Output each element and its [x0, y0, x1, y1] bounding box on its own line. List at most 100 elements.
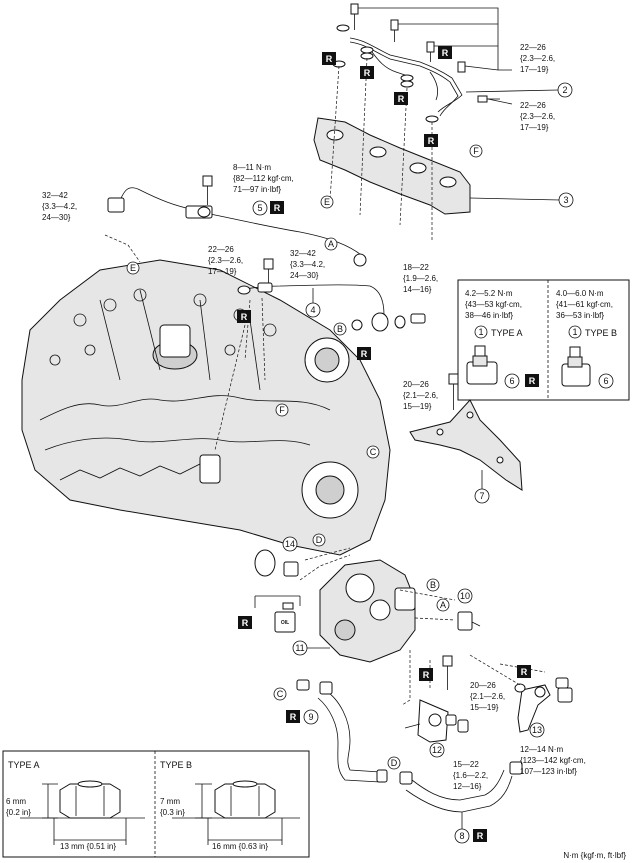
oring-and-oil — [254, 549, 301, 633]
torque-12-line1: 15—22 — [453, 760, 479, 769]
torque-13-line3: 107—123 in·lbf} — [520, 767, 577, 776]
callout-part-14: 14 — [282, 536, 298, 552]
torque-11-line1: 20—26 — [470, 681, 496, 690]
callout-part-7: 7 — [474, 488, 490, 504]
fuel-pipe-4 — [237, 258, 426, 332]
svg-text:R: R — [364, 68, 371, 78]
svg-text:C: C — [370, 447, 377, 457]
torque-11-line2: {2.1—2.6, — [470, 692, 505, 701]
inset-type-b-height: 7 mm — [160, 797, 180, 806]
torque-6-line3: 24—30} — [290, 271, 319, 280]
svg-text:1: 1 — [572, 327, 577, 337]
torque-spec-11: 20—26 {2.1—2.6, 15—19} — [470, 681, 505, 712]
torque-1-line2: {2.3—2.6, — [520, 54, 555, 63]
torque-9-line3: 36—53 in·lbf} — [556, 311, 604, 320]
nut-inset-frame — [2, 750, 310, 858]
engine-cylinder-head — [21, 259, 391, 556]
torque-10-line2: {2.1—2.6, — [403, 391, 438, 400]
ref-c-lower: C — [273, 687, 287, 701]
torque-spec-5: 22—26 {2.3—2.6, 17—19} — [208, 245, 243, 276]
torque-10-line1: 20—26 — [403, 380, 429, 389]
torque-8-line1: 4.2—5.2 N·m — [465, 289, 513, 298]
ref-b-upper: B — [333, 322, 347, 336]
svg-text:1: 1 — [478, 327, 483, 337]
torque-2-line3: 17—19} — [520, 123, 549, 132]
replace-mark: R — [438, 46, 452, 59]
callout-part-8: 8 — [454, 828, 470, 844]
svg-text:14: 14 — [285, 539, 295, 549]
svg-text:R: R — [241, 312, 248, 322]
svg-text:R: R — [361, 349, 368, 359]
replace-mark: R — [237, 310, 251, 323]
svg-text:11: 11 — [295, 643, 304, 653]
fuel-pump — [319, 559, 481, 663]
torque-4-line1: 32—42 — [42, 191, 68, 200]
ref-e-upper: E — [320, 195, 334, 209]
callout-part-12: 12 — [429, 742, 445, 758]
svg-text:R: R — [428, 136, 435, 146]
pipe-bolt-group — [332, 3, 500, 123]
torque-spec-6: 32—42 {3.3—4.2, 24—30} — [290, 249, 325, 280]
torque-12-line3: 12—16} — [453, 782, 482, 791]
ref-f-upper: F — [469, 144, 483, 158]
torque-spec-8: 4.2—5.2 N·m {43—53 kgf·cm, 38—46 in·lbf} — [465, 289, 522, 320]
svg-text:F: F — [473, 146, 479, 156]
svg-text:5: 5 — [257, 203, 262, 213]
callout-part-13: 13 — [529, 722, 545, 738]
type-a-label: TYPE A — [491, 328, 523, 338]
svg-text:13: 13 — [532, 725, 542, 735]
svg-text:10: 10 — [460, 591, 470, 601]
svg-text:D: D — [316, 535, 323, 545]
replace-mark: R — [394, 92, 408, 105]
bracket-13 — [514, 677, 573, 733]
svg-text:D: D — [391, 758, 398, 768]
ref-a-lower: A — [436, 598, 450, 612]
return-hose-8 — [399, 761, 523, 813]
callout-part-2: 2 — [557, 82, 573, 98]
injector-cover — [313, 117, 561, 215]
torque-2-line1: 22—26 — [520, 101, 546, 110]
torque-5-line3: 17—19} — [208, 267, 237, 276]
callout-part-9: 9 — [303, 709, 319, 725]
units-note: N·m {kgf·m, ft·lbf} — [563, 851, 626, 860]
svg-text:8: 8 — [459, 831, 464, 841]
torque-spec-1: 22—26 {2.3—2.6, 17—19} — [520, 43, 555, 74]
svg-text:R: R — [442, 48, 449, 58]
torque-spec-13: 12—14 N·m {123—142 kgf·cm, 107—123 in·lb… — [520, 745, 586, 776]
replace-mark: R — [238, 616, 252, 629]
torque-3-line2: {82—112 kgf·cm, — [233, 174, 294, 183]
callout-part-6-type-a: 6 — [504, 373, 520, 389]
callout-part-5: 5 — [252, 200, 268, 216]
torque-spec-9: 4.0—6.0 N·m {41—61 kgf·cm, 36—53 in·lbf} — [556, 289, 613, 320]
bracket-12 — [404, 655, 469, 743]
inset-type-a-height: 6 mm — [6, 797, 26, 806]
torque-1-line1: 22—26 — [520, 43, 546, 52]
svg-text:R: R — [326, 54, 333, 64]
replace-mark: R — [419, 668, 433, 681]
svg-text:B: B — [430, 580, 436, 590]
inset-type-b-height-in: {0.3 in} — [160, 808, 185, 817]
replace-mark: R — [357, 347, 371, 360]
replace-mark: R — [270, 201, 284, 214]
torque-11-line3: 15—19} — [470, 703, 499, 712]
torque-7-line1: 18—22 — [403, 263, 429, 272]
inset-type-b-label: TYPE B — [160, 760, 192, 770]
svg-text:6: 6 — [509, 376, 514, 386]
inset-type-b-width: 16 mm {0.63 in} — [212, 842, 268, 851]
torque-9-line1: 4.0—6.0 N·m — [556, 289, 604, 298]
torque-5-line2: {2.3—2.6, — [208, 256, 243, 265]
callout-part-3: 3 — [558, 192, 574, 208]
torque-2-line2: {2.3—2.6, — [520, 112, 555, 121]
torque-spec-10: 20—26 {2.1—2.6, 15—19} — [403, 380, 438, 411]
svg-text:R: R — [398, 94, 405, 104]
svg-text:4: 4 — [310, 305, 315, 315]
torque-5-line1: 22—26 — [208, 245, 234, 254]
type-b-label: TYPE B — [585, 328, 617, 338]
torque-3-line1: 8—11 N·m — [233, 163, 271, 172]
svg-text:A: A — [440, 600, 446, 610]
torque-spec-7: 18—22 {1.9—2.6, 14—16} — [403, 263, 438, 294]
svg-text:R: R — [521, 667, 528, 677]
svg-text:R: R — [477, 831, 484, 841]
ref-b-lower: B — [426, 578, 440, 592]
